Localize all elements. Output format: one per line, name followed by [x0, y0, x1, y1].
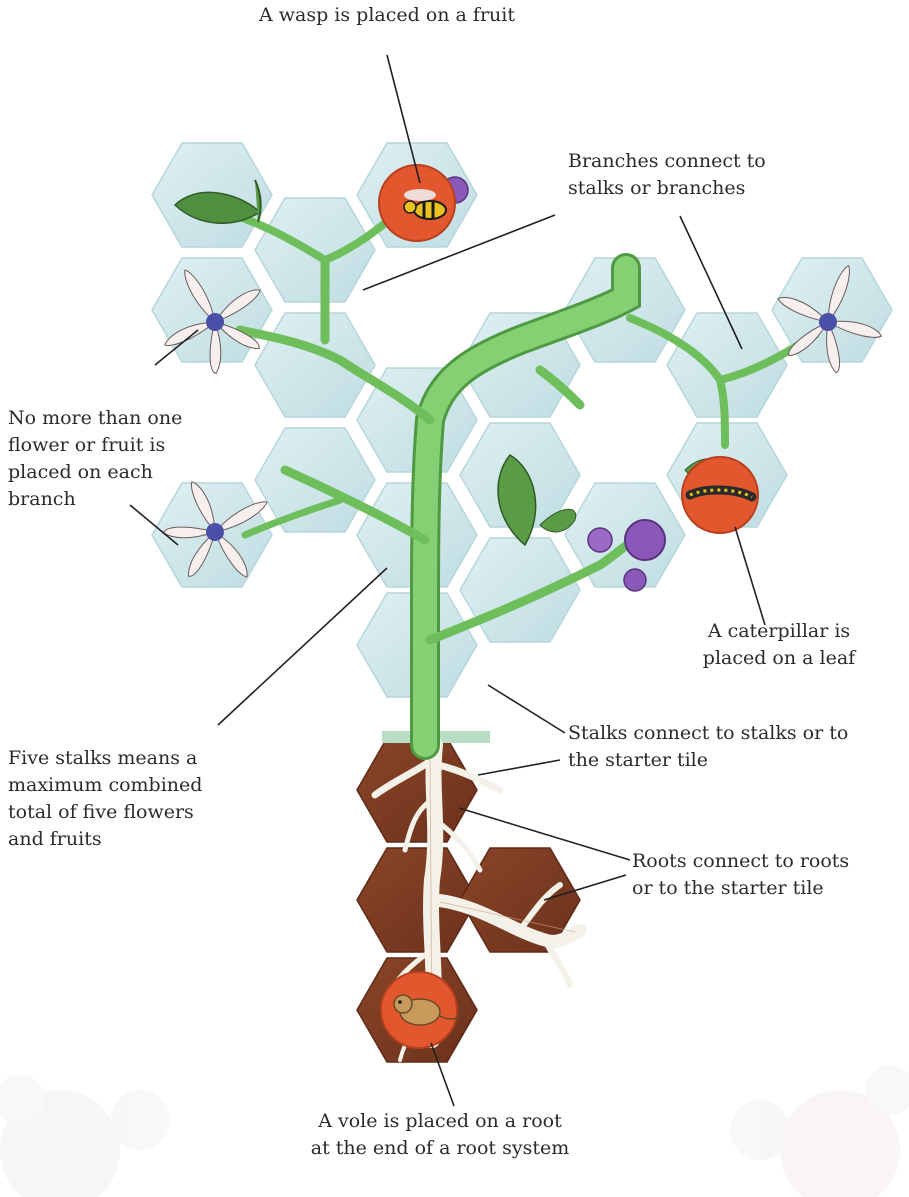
label-five-stalks: Five stalks means a maximum combined tot… — [8, 745, 202, 853]
label-branches: Branches connect to stalks or branches — [568, 148, 766, 202]
label-vole-line: A vole is placed on a root — [270, 1108, 610, 1135]
label-one-flower-line: No more than one — [8, 405, 182, 432]
label-caterpillar-line: A caterpillar is — [674, 618, 884, 645]
label-caterpillar: A caterpillar is placed on a leaf — [674, 618, 884, 672]
label-five-stalks-line: maximum combined — [8, 772, 202, 799]
label-branches-line: stalks or branches — [568, 175, 766, 202]
watermark-bramble-right — [730, 1065, 909, 1197]
sky-hex-tile — [255, 313, 375, 417]
leader-line-starter — [478, 760, 560, 775]
label-five-stalks-line: Five stalks means a — [8, 745, 202, 772]
label-one-flower-line: placed on each — [8, 459, 182, 486]
label-roots-line: or to the starter tile — [632, 875, 849, 902]
wasp-icon — [379, 165, 455, 241]
label-one-flower-line: flower or fruit is — [8, 432, 182, 459]
label-one-flower-line: branch — [8, 486, 182, 513]
label-stalks-line: the starter tile — [568, 747, 848, 774]
label-vole: A vole is placed on a root at the end of… — [270, 1108, 610, 1162]
sky-hex-tile — [460, 538, 580, 642]
label-vole-line: at the end of a root system — [270, 1135, 610, 1162]
label-stalks: Stalks connect to stalks or to the start… — [568, 720, 848, 774]
label-one-flower: No more than one flower or fruit is plac… — [8, 405, 182, 513]
label-wasp-line: A wasp is placed on a fruit — [222, 2, 552, 29]
label-branches-line: Branches connect to — [568, 148, 766, 175]
label-wasp: A wasp is placed on a fruit — [222, 2, 552, 29]
label-five-stalks-line: and fruits — [8, 826, 202, 853]
label-five-stalks-line: total of five flowers — [8, 799, 202, 826]
watermark-bramble-left — [0, 1075, 170, 1197]
label-caterpillar-line: placed on a leaf — [674, 645, 884, 672]
label-roots: Roots connect to roots or to the starter… — [632, 848, 849, 902]
leader-line-caterpillar — [735, 527, 765, 625]
label-roots-line: Roots connect to roots — [632, 848, 849, 875]
leader-line-stalks — [488, 685, 565, 733]
label-stalks-line: Stalks connect to stalks or to — [568, 720, 848, 747]
caterpillar-icon — [682, 457, 758, 533]
